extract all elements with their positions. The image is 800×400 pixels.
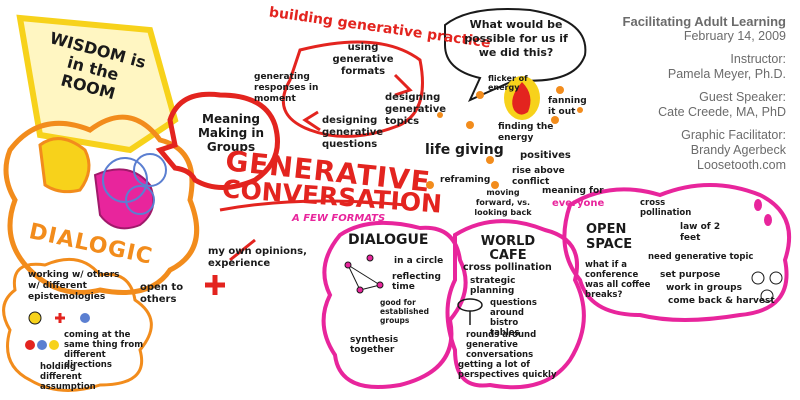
instructor-name: Pamela Meyer, Ph.D. xyxy=(667,67,786,81)
coming-text: coming at the same thing from different … xyxy=(64,330,144,370)
practice-step-questions: designing generative questions xyxy=(322,115,384,150)
red-head-outline xyxy=(155,91,280,190)
holding-text: holding different assumption xyxy=(40,362,96,392)
dialogue-synthesis: synthesis together xyxy=(350,335,399,355)
rise-text: rise above conflict xyxy=(512,166,565,187)
flicker-text: flicker of energy xyxy=(488,74,528,92)
question-bubble xyxy=(444,8,587,102)
opinions-text: my own opinions, experience xyxy=(208,246,307,269)
openspace-title: OPEN SPACE xyxy=(586,222,633,252)
meaning-making-text: Meaning Making in Groups xyxy=(197,112,265,154)
head-profile-icon xyxy=(38,137,91,194)
dialogue-circle: in a circle xyxy=(394,256,444,266)
practice-step-topics: designing generative topics xyxy=(385,92,447,127)
reframing-text: reframing xyxy=(440,175,491,185)
course-title: Facilitating Adult Learning xyxy=(622,14,786,29)
working-text: working w/ others w/ different epistemol… xyxy=(28,270,120,302)
dialogue-good: good for established groups xyxy=(380,298,429,325)
footprints-icon xyxy=(754,199,772,226)
cafe-title: WORLD CAFE xyxy=(480,234,536,263)
cafe-getting: getting a lot of perspectives quickly xyxy=(458,360,557,380)
openspace-come: come back & harvest xyxy=(668,296,775,306)
formats-label: A FEW FORMATS xyxy=(292,213,386,224)
openspace-work: work in groups xyxy=(666,283,742,293)
groups-icon xyxy=(751,271,783,303)
sunburst-icon xyxy=(16,14,179,154)
openspace-set: set purpose xyxy=(660,270,721,280)
open-to-others-text: open to others xyxy=(140,282,184,305)
facilitator-label: Graphic Facilitator: xyxy=(681,128,786,142)
dialogic-cloud xyxy=(3,114,200,295)
practice-cycle xyxy=(281,40,424,138)
dialogue-reflecting: reflecting time xyxy=(392,272,441,292)
moving-text: moving forward, vs. looking back xyxy=(474,188,532,217)
fanning-text: fanning it out xyxy=(548,96,587,117)
cafe-cloud xyxy=(445,219,586,390)
finding-text: finding the energy xyxy=(498,122,554,143)
site-link[interactable]: Loosetooth.com xyxy=(697,158,786,172)
openspace-need: need generative topic xyxy=(648,252,754,262)
energy-dots xyxy=(426,86,583,189)
bistro-table-icon xyxy=(457,298,483,325)
cafe-questions: questions around bistro tables xyxy=(490,298,537,338)
speaker-name: Cate Creede, MA, PhD xyxy=(658,105,786,119)
facilitator-name: Brandy Agerbeck xyxy=(690,143,786,157)
everyone-text: everyone xyxy=(552,198,605,209)
course-date: February 14, 2009 xyxy=(683,29,786,43)
cafe-strategic: strategic planning xyxy=(470,276,516,296)
instructor-label: Instructor: xyxy=(730,52,786,66)
dialogue-cloud xyxy=(321,220,468,389)
epistemology-cloud xyxy=(2,257,153,392)
plus-icon xyxy=(205,275,225,295)
info-panel: Facilitating Adult Learning February 14,… xyxy=(576,14,786,173)
dialogue-title: DIALOGUE xyxy=(348,232,429,248)
flame-icon xyxy=(504,76,540,120)
openspace-law: law of 2 feet xyxy=(680,222,721,243)
question-text: What would be possible for us if we did … xyxy=(464,18,568,59)
life-giving-text: life giving xyxy=(425,142,504,158)
openspace-cloud xyxy=(562,183,792,322)
symbols-icon xyxy=(25,311,90,350)
meaning-for-text: meaning for xyxy=(542,186,604,196)
bubbles-icon xyxy=(102,153,167,215)
positives-text: positives xyxy=(520,150,571,161)
practice-step-formats: using generative formats xyxy=(332,42,394,77)
cafe-cross: cross pollination xyxy=(463,262,552,273)
cafe-rounds: rounds around generative conversations xyxy=(466,330,537,360)
network-icon xyxy=(344,254,384,294)
openspace-whatif: what if a conference was all coffee brea… xyxy=(585,260,651,300)
practice-step-responses: generating responses in moment xyxy=(254,72,319,104)
openspace-cross: cross pollination xyxy=(640,198,692,218)
speaker-label: Guest Speaker: xyxy=(699,90,786,104)
